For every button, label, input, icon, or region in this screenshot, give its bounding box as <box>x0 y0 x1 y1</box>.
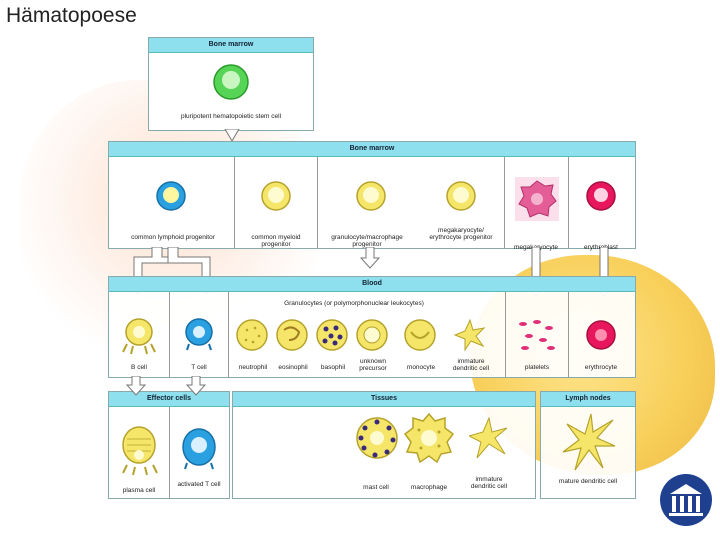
cell-label: monocyte <box>406 364 436 371</box>
arrow-down-icon <box>360 247 380 269</box>
cell-label: erythrocyte <box>584 364 618 371</box>
cell-label: immature dendritic cell <box>470 476 508 490</box>
university-logo <box>660 474 712 526</box>
panel-bone-marrow: Bone marrow common lymphoid progenitor c… <box>108 141 636 251</box>
cell-label: mature dendritic cell <box>558 478 618 485</box>
b-cell-icon <box>122 318 156 355</box>
mast-cell-icon <box>356 417 398 459</box>
panel-top-bone-marrow: Bone marrow pluripotent hematopoietic st… <box>148 37 314 131</box>
marrow-cell-3: granulocyte/macrophage progenitor <box>318 157 417 248</box>
dendritic-cell-icon <box>453 318 486 352</box>
monocyte-icon <box>404 319 436 351</box>
cell-label: unknown precursor <box>359 358 387 372</box>
erythrocyte-icon <box>586 320 616 350</box>
neutrophil-icon <box>236 319 268 351</box>
cell-label: megakaryocyte/ erythrocyte progenitor <box>429 227 493 241</box>
plasma-cell-icon <box>122 426 158 475</box>
cell-label: neutrophil <box>238 364 268 371</box>
marrow-cell-6: erythroblast <box>569 157 634 251</box>
megakaryocyte-icon <box>515 177 559 221</box>
t-cell-icon <box>185 318 213 351</box>
cell-label: basophil <box>320 364 346 371</box>
cell-label: T cell <box>191 364 207 371</box>
cell-label: granulocyte/macrophage progenitor <box>331 234 403 248</box>
building-icon <box>669 484 703 516</box>
platelets-icon <box>519 320 555 350</box>
marrow-cell-5: megakaryocyte <box>505 157 569 251</box>
blood-cell-t: T cell <box>170 292 229 377</box>
activated-t-cell-icon <box>182 428 216 470</box>
mature-dendritic-cell-icon <box>562 413 616 471</box>
granulocytes-label: Granulocytes (or polymorphonuclear leuko… <box>284 300 424 307</box>
panel-blood: Blood B cell T cell Granulocytes (or pol… <box>108 276 636 378</box>
panel-lymph-nodes: Lymph nodes mature dendritic cell <box>540 391 636 499</box>
macrophage-icon <box>403 412 455 464</box>
arrow-down-icon <box>224 129 240 142</box>
slide-title: Hämatopoese <box>6 4 137 27</box>
marrow-cell-2: common myeloid progenitor <box>235 157 318 248</box>
unknown-precursor-icon <box>356 319 388 351</box>
eosinophil-icon <box>276 319 308 351</box>
cell-label: macrophage <box>410 484 448 491</box>
erythroblast-icon <box>586 181 616 211</box>
panel-header: Bone marrow <box>149 38 313 53</box>
blood-cell-platelets: platelets <box>506 292 569 377</box>
megakaryocyte-progenitor-icon <box>446 181 476 211</box>
marrow-cell-1: common lymphoid progenitor <box>109 157 235 248</box>
cell-label: activated T cell <box>177 481 221 488</box>
stem-cell-label: pluripotent hematopoietic stem cell <box>180 113 282 120</box>
cell-label: common lymphoid progenitor <box>131 234 215 241</box>
effector-cell-plasma: plasma cell <box>109 407 170 498</box>
lymphoid-progenitor-icon <box>156 181 186 211</box>
panel-header: Effector cells <box>109 392 229 407</box>
cell-label: B cell <box>131 364 147 371</box>
panel-header: Bone marrow <box>109 142 635 157</box>
stem-cell-icon <box>213 64 249 100</box>
effector-cell-activated-t: activated T cell <box>170 407 228 498</box>
dendritic-cell-icon <box>469 416 508 459</box>
panel-tissues: Tissues mast cell macrophage immature de… <box>232 391 536 499</box>
blood-cell-b: B cell <box>109 292 170 377</box>
marrow-cell-4: megakaryocyte/ erythrocyte progenitor <box>418 157 505 248</box>
panel-header: Blood <box>109 277 635 292</box>
cell-label: eosinophil <box>278 364 308 371</box>
myeloid-progenitor-icon <box>261 181 291 211</box>
cell-label: common myeloid progenitor <box>251 234 301 248</box>
granulocyte-progenitor-icon <box>356 181 386 211</box>
cell-label: mast cell <box>363 484 389 491</box>
panel-header: Tissues <box>233 392 535 407</box>
cell-label: platelets <box>524 364 550 371</box>
blood-granulocytes: Granulocytes (or polymorphonuclear leuko… <box>229 292 506 377</box>
cell-label: immature dendritic cell <box>452 358 490 372</box>
basophil-icon <box>316 319 348 351</box>
panel-header: Lymph nodes <box>541 392 635 407</box>
blood-cell-erythrocyte: erythrocyte <box>569 292 634 377</box>
arrow-down-icon <box>125 376 207 396</box>
panel-effector-cells: Effector cells plasma cell activated T c… <box>108 391 230 499</box>
cell-label: plasma cell <box>122 487 156 494</box>
